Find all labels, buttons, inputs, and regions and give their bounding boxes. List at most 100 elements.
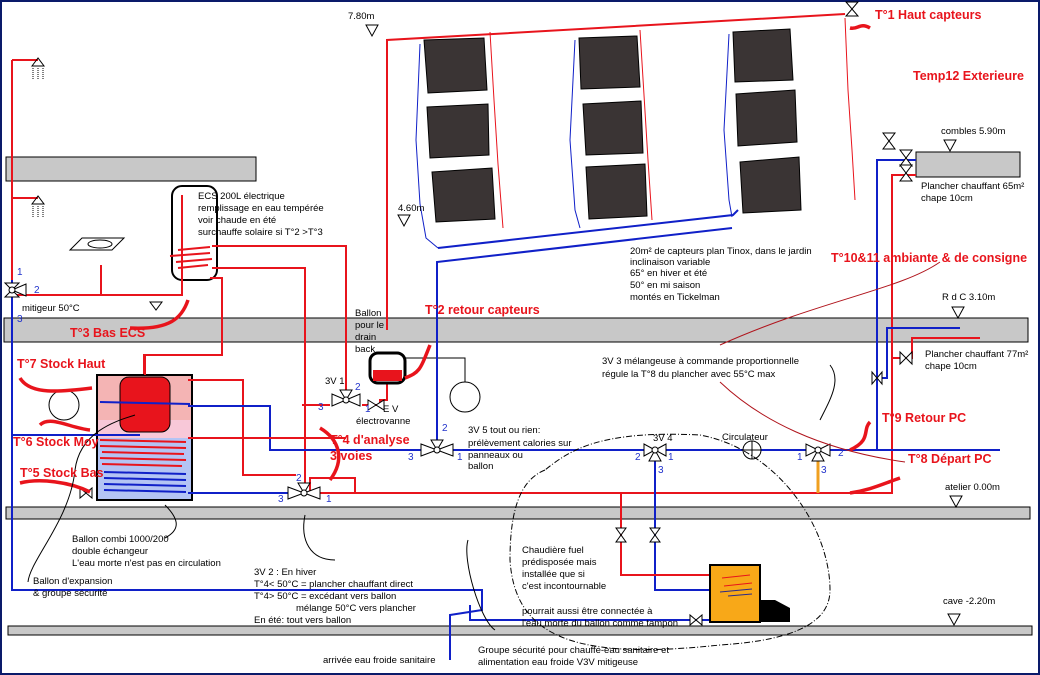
svg-text:chape 10cm: chape 10cm <box>921 193 973 204</box>
sensor-arrows <box>18 24 901 495</box>
plancher-77-note: Plancher chauffant 77m² chape 10cm <box>925 349 1028 372</box>
groupe-securite-note: Groupe sécurité pour chauffe-eau sanitai… <box>478 645 669 668</box>
shutoff-valve[interactable] <box>899 350 913 366</box>
svg-text:3: 3 <box>821 465 827 476</box>
level-marker-icon <box>397 214 411 228</box>
svg-text:1: 1 <box>326 494 332 505</box>
capteurs-note: 20m² de capteurs plan Tinox, dans le jar… <box>630 246 812 303</box>
optional-boiler-zone <box>509 433 831 651</box>
svg-text:L'eau morte n'est pas en circu: L'eau morte n'est pas en circulation <box>72 558 221 569</box>
shutoff-valve[interactable] <box>689 613 703 627</box>
drainback-note: Ballon pour le drain back <box>355 308 384 355</box>
3v4-label: 3V 4 <box>653 433 673 444</box>
level-label-780: 7.80m <box>348 11 374 22</box>
sensor-t5-label: T°5 Stock Bas <box>20 466 104 480</box>
svg-text:back: back <box>355 344 375 355</box>
svg-text:E V: E V <box>383 404 399 415</box>
svg-text:double échangeur: double échangeur <box>72 546 148 557</box>
svg-text:3: 3 <box>17 314 23 325</box>
expansion-vessel <box>449 381 481 413</box>
level-label-combles: combles 5.90m <box>941 126 1006 137</box>
svg-text:Groupe sécurité pour chauffe-e: Groupe sécurité pour chauffe-eau sanitai… <box>478 645 669 656</box>
svg-text:3V 2 : En hiver: 3V 2 : En hiver <box>254 567 316 578</box>
svg-text:l'eau morte du ballon comme ta: l'eau morte du ballon comme tampon <box>522 618 678 629</box>
svg-text:Plancher chauffant 65m²: Plancher chauffant 65m² <box>921 181 1024 192</box>
level-label-atelier: atelier 0.00m <box>945 482 1000 493</box>
svg-text:prédisposée mais: prédisposée mais <box>522 557 597 568</box>
three-way-valve-3v4[interactable] <box>643 443 667 462</box>
valve-port-numbers: 1 2 3 2 3 1 2 3 1 2 3 1 2 1 3 1 2 3 <box>17 267 844 505</box>
three-way-valve-3v2[interactable] <box>287 482 321 500</box>
svg-text:2: 2 <box>296 473 302 484</box>
sink-icon <box>68 237 126 251</box>
solar-panel <box>732 28 794 83</box>
sensor-t12-label: Temp12 Exterieure <box>913 69 1024 83</box>
svg-text:2: 2 <box>635 452 641 463</box>
fuel-boiler <box>709 564 761 623</box>
shutoff-valve[interactable] <box>615 527 627 543</box>
svg-text:drain: drain <box>355 332 376 343</box>
electrovalve[interactable] <box>367 399 385 411</box>
svg-text:1: 1 <box>17 267 23 278</box>
plancher-65-note: Plancher chauffant 65m² chape 10cm <box>921 181 1024 204</box>
shower-icon <box>31 195 45 218</box>
svg-text:50° en mi saison: 50° en mi saison <box>630 280 700 291</box>
svg-text:3: 3 <box>658 465 664 476</box>
svg-text:alimentation eau froide V3V mi: alimentation eau froide V3V mitigeuse <box>478 657 638 668</box>
svg-text:2: 2 <box>442 423 448 434</box>
svg-text:surchauffe solaire si T°2 >T°3: surchauffe solaire si T°2 >T°3 <box>198 227 323 238</box>
electrovalve-note: E V électrovanne <box>356 404 410 427</box>
svg-text:panneaux ou: panneaux ou <box>468 450 523 461</box>
solar-panel <box>578 35 641 90</box>
shutoff-valve[interactable] <box>882 132 896 150</box>
three-way-valve-3v3[interactable] <box>805 443 831 462</box>
ecs-tank <box>171 185 218 281</box>
floor-slab-cave <box>7 625 1033 636</box>
solar-collector-array <box>423 28 802 223</box>
shutoff-valve[interactable] <box>871 370 883 386</box>
shutoff-valve[interactable] <box>899 149 913 167</box>
shutoff-valve[interactable] <box>649 527 661 543</box>
svg-text:T°4< 50°C = plancher chauffant: T°4< 50°C = plancher chauffant direct <box>254 579 413 590</box>
svg-text:T°4> 50°C = excédant vers ball: T°4> 50°C = excédant vers ballon <box>254 591 396 602</box>
level-label-460: 4.60m <box>398 203 424 214</box>
chaudiere-note: Chaudière fuel prédisposée mais installé… <box>522 545 606 592</box>
expansion-note: Ballon d'expansion & groupe sécurité <box>33 576 112 599</box>
svg-text:1: 1 <box>797 452 803 463</box>
level-label-cave: cave -2.20m <box>943 596 995 607</box>
three-way-valve-3v1[interactable] <box>331 389 361 407</box>
solar-panel <box>582 100 644 156</box>
sensor-t4-label: T°4 d'analyse <box>330 433 410 447</box>
expansion-vessel <box>48 389 80 421</box>
sensor-t7-label: T°7 Stock Haut <box>17 357 106 371</box>
svg-text:inclinaison variable: inclinaison variable <box>630 257 710 268</box>
svg-text:mélange 50°C vers plancher: mélange 50°C vers plancher <box>296 603 416 614</box>
shutoff-valve[interactable] <box>899 164 913 182</box>
svg-text:3V 5 tout ou rien:: 3V 5 tout ou rien: <box>468 425 540 436</box>
mitigeur-label: mitigeur 50°C <box>22 303 80 314</box>
level-marker-icon <box>943 139 957 153</box>
sensor-t1011-label: T°10&11 ambiante & de consigne <box>831 251 1027 265</box>
sensor-t3-label: T°3 Bas ECS <box>70 326 145 340</box>
solar-panel <box>735 89 798 147</box>
sensor-t2-label: T°2 retour capteurs <box>425 303 540 317</box>
three-way-valve-3v5[interactable] <box>420 439 454 457</box>
air-vent-valve[interactable] <box>844 1 860 17</box>
tampon-note: pourrait aussi être connectée à l'eau mo… <box>522 606 678 629</box>
circulator-pump[interactable] <box>742 440 762 460</box>
level-marker-icon <box>365 24 379 38</box>
level-label-rdc: R d C 3.10m <box>942 292 995 303</box>
three-way-valve-mitigeur[interactable] <box>3 282 27 298</box>
svg-text:pourrait aussi être connectée: pourrait aussi être connectée à <box>522 606 653 617</box>
svg-text:3: 3 <box>408 452 414 463</box>
ecs-note: ECS 200L électrique remplissage en eau t… <box>198 191 324 238</box>
svg-text:pour le: pour le <box>355 320 384 331</box>
floor-slab-rdc <box>3 317 1029 343</box>
circulator-label: Circulateur <box>722 432 768 443</box>
3v5-note: 3V 5 tout ou rien: prélèvement calories … <box>468 425 572 472</box>
svg-text:électrovanne: électrovanne <box>356 416 410 427</box>
svg-text:Ballon combi 1000/200: Ballon combi 1000/200 <box>72 534 169 545</box>
sensor-t8-label: T°8 Départ PC <box>908 452 992 466</box>
solar-panel <box>431 167 496 223</box>
